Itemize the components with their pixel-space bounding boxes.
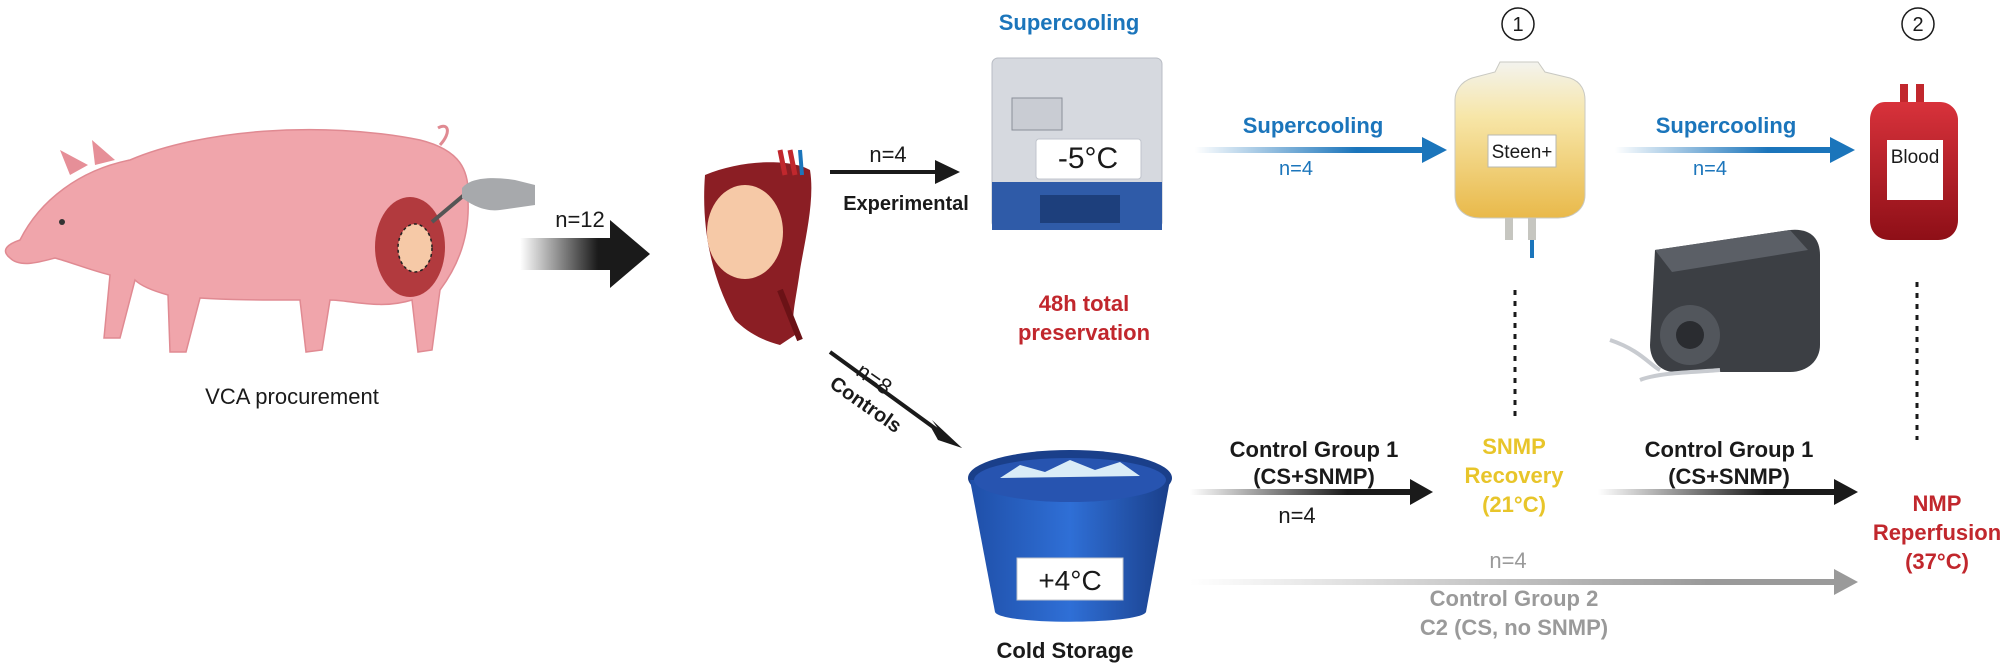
vca-limb-illustration [704, 149, 812, 345]
freezer-temp: -5°C [1058, 142, 1118, 175]
gloved-hand-icon [462, 178, 535, 211]
control-group-1-left-n: n=4 [1278, 503, 1315, 528]
cold-storage-label: Cold Storage [997, 638, 1134, 663]
supercooling-arrow-2 [1615, 147, 1833, 153]
controls-arrow [828, 350, 942, 434]
experimental-n-label: n=4 [869, 142, 906, 167]
supercooling-arrow-1-label: Supercooling [1243, 113, 1384, 138]
preservation-line2: preservation [1018, 320, 1150, 345]
steen-bag-label: Steen+ [1492, 142, 1553, 163]
pig-illustration [4, 124, 535, 353]
supercooling-title: Supercooling [999, 10, 1140, 35]
blood-bag-label: Blood [1891, 147, 1940, 168]
freezer-icon [991, 57, 1163, 230]
supercooling-arrow-1 [1195, 147, 1425, 153]
control-group-2-n: n=4 [1489, 548, 1526, 573]
vca-procurement-label: VCA procurement [205, 384, 379, 409]
nmp-line3: (37°C) [1905, 549, 1969, 574]
supercooling-arrow-1-n: n=4 [1279, 158, 1313, 180]
experimental-label: Experimental [843, 193, 969, 215]
supercooling-arrow-2-label: Supercooling [1656, 113, 1797, 138]
step-2-number: 2 [1912, 14, 1923, 36]
step-2-circle [1901, 7, 1935, 41]
nmp-line1: NMP [1913, 491, 1962, 516]
cold-storage-temp: +4°C [1038, 565, 1101, 596]
control-group-2-line2: C2 (CS, no SNMP) [1420, 615, 1608, 640]
snmp-line1: SNMP [1482, 434, 1546, 459]
control-group-2-line1: Control Group 2 [1430, 586, 1599, 611]
control-group-1-left-line1: Control Group 1 [1230, 437, 1399, 462]
control-group-1-right-line1: Control Group 1 [1645, 437, 1814, 462]
control-group-1-left-line2: (CS+SNMP) [1253, 464, 1375, 489]
control-group-1-arrow-left [1190, 489, 1415, 495]
step-1-number: 1 [1512, 14, 1523, 36]
step-1-circle [1501, 7, 1535, 41]
blood-bag-icon [1870, 84, 1958, 240]
control-group-1-right-line2: (CS+SNMP) [1668, 464, 1790, 489]
cold-storage-bucket-icon [968, 450, 1172, 622]
steen-bag-icon [1454, 61, 1586, 258]
control-group-2-arrow [1190, 579, 1838, 585]
procurement-n-label: n=12 [555, 207, 605, 232]
snmp-line3: (21°C) [1482, 492, 1546, 517]
control-group-1-arrow-right [1598, 489, 1838, 495]
supercooling-arrow-2-n: n=4 [1693, 158, 1727, 180]
snmp-line2: Recovery [1464, 463, 1564, 488]
nmp-line2: Reperfusion [1873, 520, 2001, 545]
perfusion-pump-icon [1609, 229, 1820, 382]
preservation-line1: 48h total [1039, 291, 1129, 316]
procurement-arrow [520, 220, 650, 288]
